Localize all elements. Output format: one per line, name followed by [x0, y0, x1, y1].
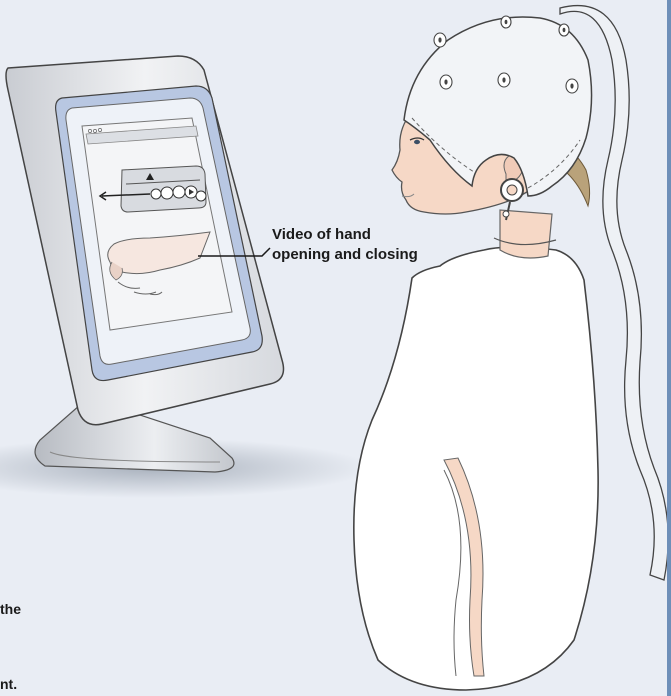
text-fragment-the: the: [0, 601, 21, 617]
callout-label-line1: Video of hand: [272, 225, 371, 244]
monitor: [6, 56, 284, 425]
accent-bar: [667, 0, 671, 696]
text-fragment-nt: nt.: [0, 676, 17, 692]
forward-icon: [196, 191, 206, 201]
stop-icon: [173, 186, 185, 198]
rewind-icon: [151, 189, 161, 199]
callout-label-line2: opening and closing: [272, 245, 418, 264]
pause-icon: [161, 187, 173, 199]
neck: [500, 210, 552, 258]
